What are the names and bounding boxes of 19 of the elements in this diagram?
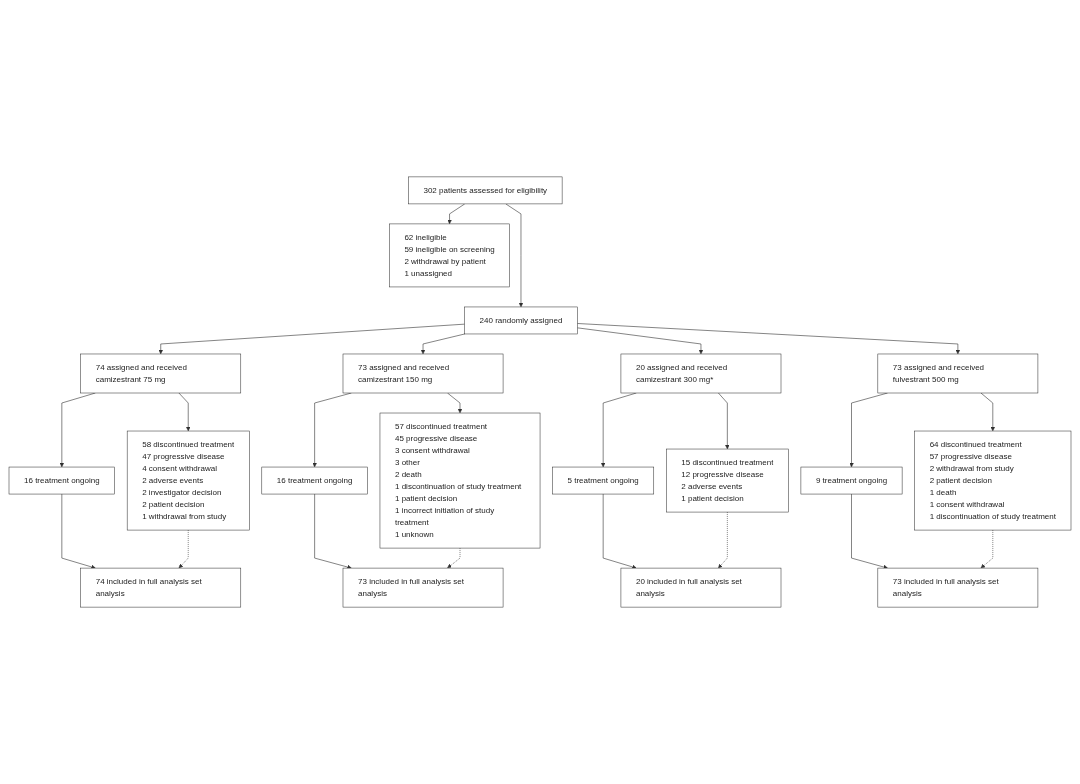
node-box: 57 discontinued treatment 45 progressive disease 3 consent withdrawal 3 other 2 death 1 discontinuation of study treatment 1 patient decision 1 incorrect initiation of study treatment 1 unknown xyxy=(379,412,541,549)
node-box: 16 treatment ongoing xyxy=(261,466,368,495)
node-box: 16 treatment ongoing xyxy=(8,466,115,495)
node-box: 15 discontinued treatment 12 progressive disease 2 adverse events 1 patient decision xyxy=(666,448,789,513)
node-box: 9 treatment ongoing xyxy=(800,466,903,495)
node-box: 20 included in full analysis set analysis xyxy=(620,567,782,608)
node-box: 74 assigned and received camizestrant 75 mg xyxy=(80,353,242,394)
node-box: 5 treatment ongoing xyxy=(552,466,654,495)
node-box: 58 discontinued treatment 47 progressive disease 4 consent withdrawal 2 adverse events 2 investigator decision 2 patient decision 1 withdrawal from study xyxy=(126,430,250,531)
node-box: 73 assigned and received fulvestrant 500 mg xyxy=(877,353,1039,394)
node-box: 73 included in full analysis set analysis xyxy=(342,567,504,608)
node-box: 20 assigned and received camizestrant 300 mg* xyxy=(620,353,782,394)
node-box: 73 assigned and received camizestrant 150 mg xyxy=(342,353,504,394)
node-box: 240 randomly assigned xyxy=(464,306,578,335)
node-box: 74 included in full analysis set analysis xyxy=(80,567,242,608)
node-box: 302 patients assessed for eligibility xyxy=(408,176,563,205)
node-box: 73 included in full analysis set analysis xyxy=(877,567,1039,608)
node-box: 62 ineligible 59 ineligible on screening 2 withdrawal by patient 1 unassigned xyxy=(389,223,510,288)
node-box: 64 discontinued treatment 57 progressive disease 2 withdrawal from study 2 patient decision 1 death 1 consent withdrawal 1 discontinuation of study treatment xyxy=(914,430,1072,531)
